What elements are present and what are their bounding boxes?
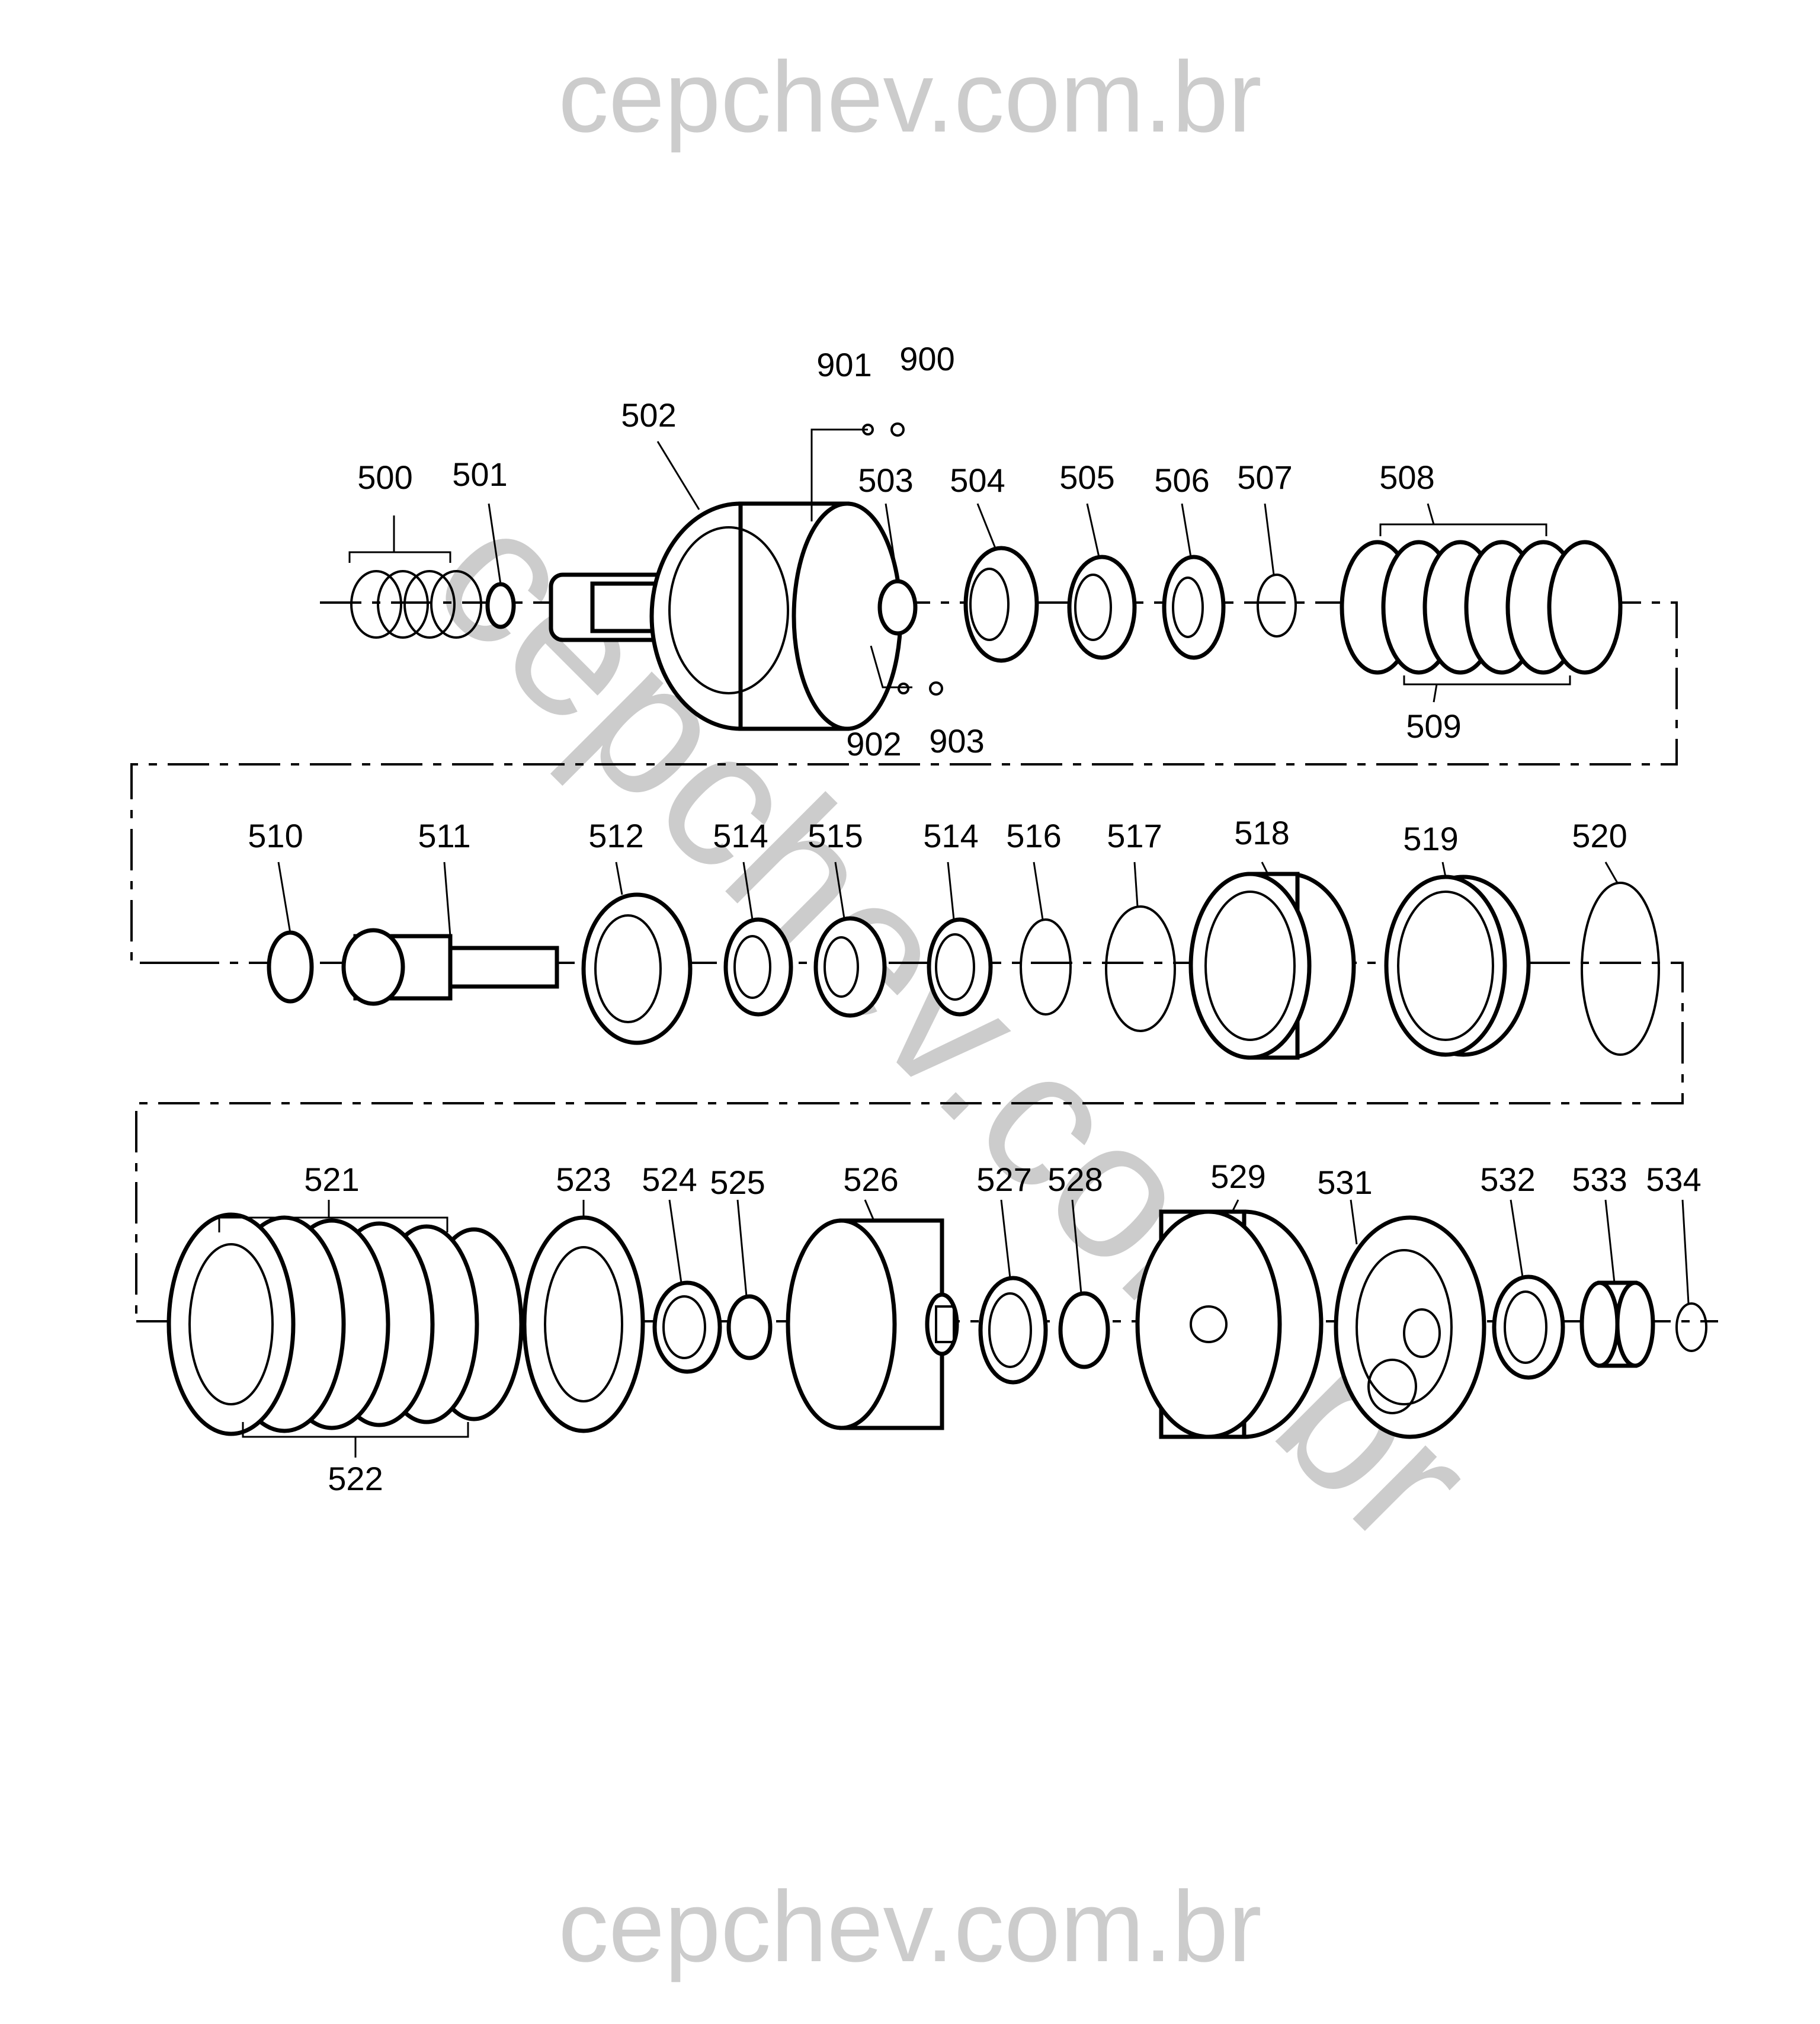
- label-500: 500: [357, 459, 412, 496]
- label-507: 507: [1237, 459, 1292, 496]
- label-527: 527: [976, 1161, 1031, 1198]
- part-507-snap-ring: [1257, 574, 1297, 638]
- part-508-509-clutch-plates: [1340, 503, 1623, 703]
- label-505: 505: [1059, 459, 1114, 496]
- part-517-snap-ring: [1105, 905, 1176, 1032]
- part-534-snap-ring: [1675, 1302, 1707, 1352]
- label-900: 900: [899, 340, 954, 377]
- part-518-housing: [1188, 872, 1356, 1060]
- part-504-piston: [963, 546, 1039, 663]
- label-524: 524: [642, 1161, 697, 1198]
- part-527-seal: [978, 1276, 1048, 1385]
- label-502: 502: [621, 396, 676, 434]
- label-534: 534: [1646, 1161, 1701, 1198]
- part-511-shaft: [341, 928, 559, 1006]
- part-903-seal: [929, 681, 943, 696]
- part-503-bushing: [877, 579, 918, 636]
- label-533: 533: [1572, 1161, 1627, 1198]
- part-520-snap-ring: [1581, 882, 1660, 1056]
- part-510-washer: [267, 930, 314, 1004]
- row-1-axis: [130, 601, 1678, 964]
- label-514-b: 514: [923, 817, 978, 854]
- part-523-spring: [522, 1215, 645, 1433]
- part-501-ring: [485, 582, 516, 629]
- label-501: 501: [452, 456, 507, 493]
- label-523: 523: [556, 1161, 611, 1198]
- row-2: [135, 862, 1684, 1322]
- label-522: 522: [328, 1460, 383, 1497]
- label-509: 509: [1406, 707, 1461, 745]
- part-516-snap-ring: [1020, 918, 1072, 1016]
- part-524-seal: [652, 1280, 722, 1374]
- label-519: 519: [1403, 820, 1458, 857]
- label-901: 901: [816, 346, 871, 383]
- label-525: 525: [710, 1164, 765, 1201]
- label-532: 532: [1480, 1161, 1535, 1198]
- watermark-bottom: cepchev.com.br: [558, 1871, 1261, 1983]
- label-515: 515: [808, 817, 863, 854]
- label-512: 512: [588, 817, 643, 854]
- part-519-ring-gear: [1384, 875, 1531, 1057]
- label-521: 521: [304, 1161, 359, 1198]
- label-902: 902: [846, 725, 901, 763]
- part-502-housing: [549, 428, 912, 731]
- label-903: 903: [929, 722, 984, 760]
- part-514-washer-b: [927, 917, 993, 1017]
- label-504: 504: [950, 462, 1005, 499]
- part-529-housing: [1135, 1209, 1324, 1439]
- label-511: 511: [418, 817, 470, 854]
- part-902-plug: [898, 683, 909, 694]
- label-510: 510: [248, 817, 303, 854]
- label-517: 517: [1107, 817, 1162, 854]
- part-533-sun-gear: [1579, 1280, 1655, 1368]
- part-525-seal: [726, 1294, 773, 1360]
- part-505-seal: [1067, 555, 1137, 660]
- label-503: 503: [858, 462, 913, 499]
- part-514-washer-a: [723, 917, 793, 1017]
- label-506: 506: [1154, 462, 1209, 499]
- row-3: [136, 1199, 1718, 1458]
- part-512-gear: [581, 892, 693, 1045]
- part-521-522-clutch-plates: [166, 1200, 524, 1458]
- watermark-top: cepchev.com.br: [558, 41, 1261, 153]
- part-901-plug: [862, 424, 874, 435]
- label-531: 531: [1317, 1164, 1372, 1201]
- label-520: 520: [1572, 817, 1627, 854]
- part-528-seal: [1058, 1291, 1110, 1369]
- part-500-springs: [348, 515, 482, 639]
- label-528: 528: [1047, 1161, 1103, 1198]
- label-518: 518: [1234, 814, 1289, 851]
- part-515-bearing: [813, 916, 887, 1018]
- label-526: 526: [843, 1161, 898, 1198]
- part-532-bearing: [1492, 1274, 1565, 1380]
- part-526-drum: [786, 1218, 959, 1430]
- row-1: [130, 422, 1678, 964]
- part-531-carrier: [1334, 1215, 1486, 1439]
- label-514-a: 514: [713, 817, 768, 854]
- label-508: 508: [1379, 459, 1434, 496]
- part-900-seal: [890, 422, 905, 437]
- part-506-spring: [1162, 555, 1226, 660]
- label-516: 516: [1006, 817, 1061, 854]
- callout-labels: 500 501 502 901 900 503 504 505 506 507 …: [248, 340, 1701, 1497]
- label-529: 529: [1210, 1158, 1265, 1195]
